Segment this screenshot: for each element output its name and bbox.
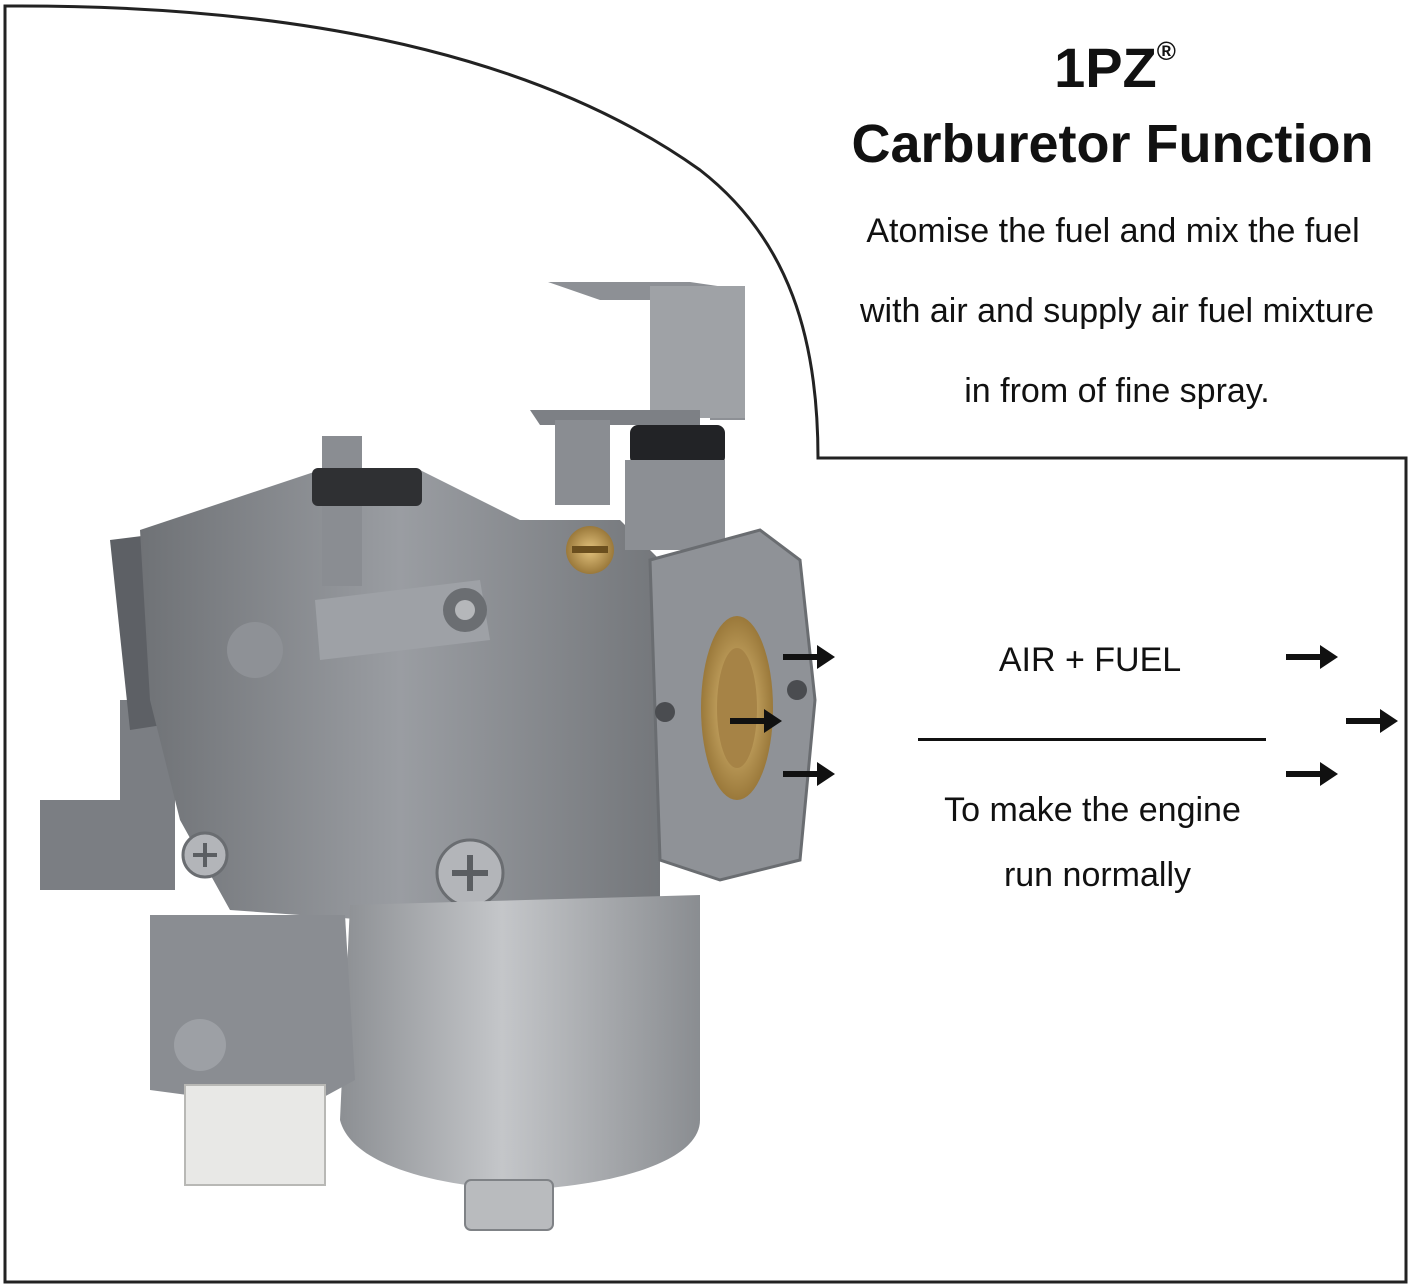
result-label-line-2: run normally [1003, 856, 1192, 894]
arrow-right-icon [783, 645, 835, 669]
arrow-right-icon [1286, 762, 1338, 786]
description-line-3: in from of fine spray. [964, 372, 1270, 410]
arrow-right-icon [730, 709, 782, 733]
brand-name: 1PZ® [1054, 36, 1176, 99]
air-fuel-label: AIR + FUEL [998, 641, 1182, 679]
description-line-2: with air and supply air fuel mixture [859, 292, 1374, 330]
registered-mark: ® [1156, 36, 1176, 66]
description-line-1: Atomise the fuel and mix the fuel [866, 212, 1360, 250]
arrow-right-icon [1286, 645, 1338, 669]
result-label-line-1: To make the engine [944, 791, 1241, 829]
fraction-divider [918, 738, 1266, 741]
page-title: Carburetor Function [851, 114, 1374, 174]
arrow-right-icon [783, 762, 835, 786]
arrow-right-icon [1346, 709, 1398, 733]
